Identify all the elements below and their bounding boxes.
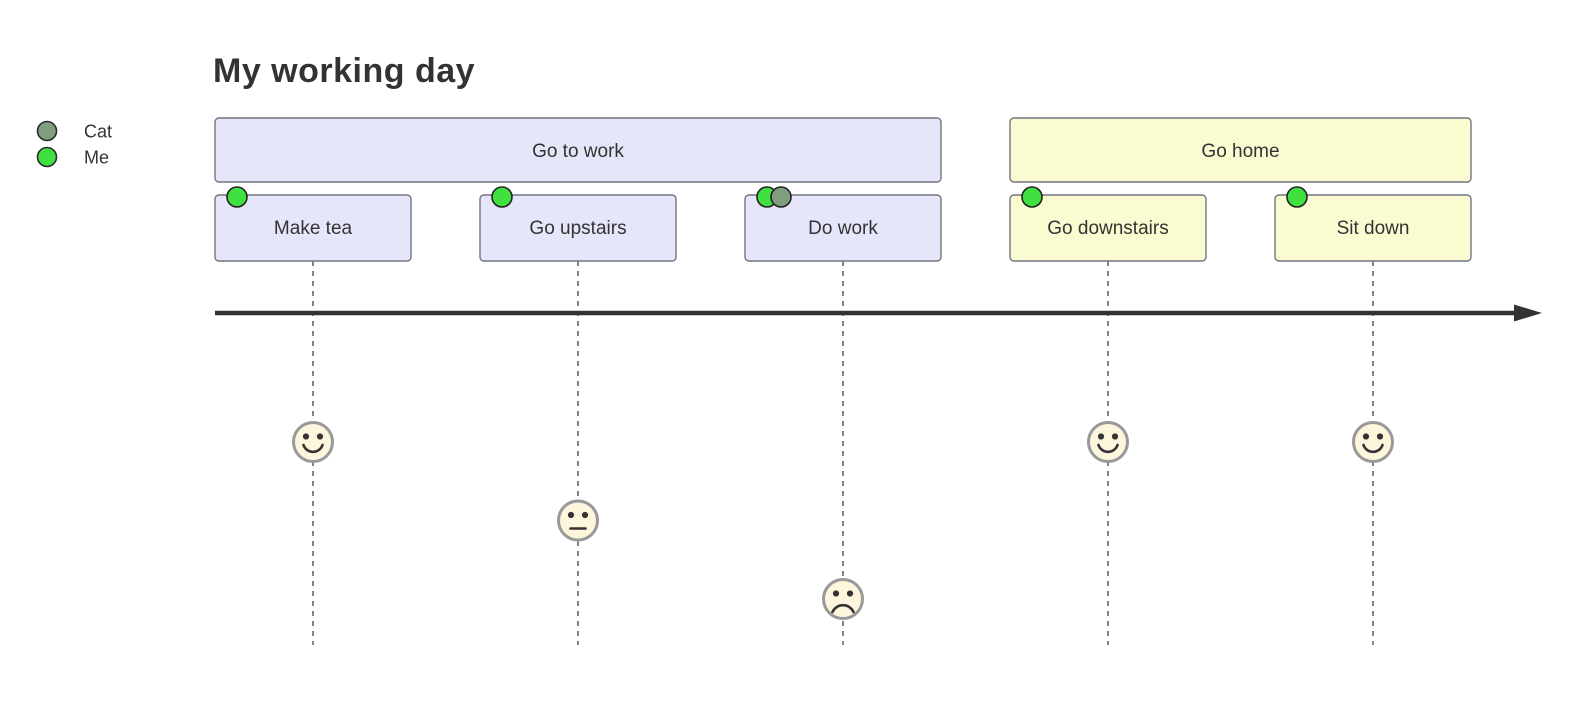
task-label-do-work: Do work: [808, 218, 878, 239]
score-faces: [292, 421, 1394, 620]
face-mouth-smile: [1362, 443, 1384, 454]
face-mouth-smile: [1097, 443, 1119, 454]
diagram-title: My working day: [213, 52, 475, 90]
sections: Go to work Go home: [214, 117, 1472, 183]
score-face-happy-icon: [1087, 421, 1129, 463]
legend-label-cat: Cat: [84, 122, 112, 142]
face-outline: [822, 578, 864, 620]
face-eye-left: [302, 433, 310, 440]
task-box-make-tea: [214, 194, 412, 262]
face-outline: [557, 499, 599, 542]
face-eye-right: [316, 433, 324, 440]
face-eye-left: [832, 590, 840, 597]
score-face-happy-icon: [292, 421, 334, 463]
score-face-neutral-icon: [557, 499, 599, 542]
task-label-go-upstairs: Go upstairs: [529, 218, 626, 239]
task-label-sit-down: Sit down: [1337, 218, 1410, 239]
face-eye-right: [846, 590, 854, 597]
face-outline: [1352, 421, 1394, 463]
score-face-sad-icon: [822, 578, 864, 620]
face-eye-left: [567, 511, 575, 519]
face-eye-right: [1111, 433, 1119, 440]
face-eye-left: [1362, 433, 1370, 440]
task-label-make-tea: Make tea: [274, 218, 353, 239]
tasks: Make tea Go upstairs Do work Go downstairs S…: [214, 186, 1472, 262]
section-bar-go-to-work: [214, 117, 942, 183]
actor-dot-me-icon: [226, 186, 248, 208]
task-box-go-downstairs: [1009, 194, 1207, 262]
face-mouth-smile: [302, 443, 324, 454]
face-outline: [292, 421, 334, 463]
actor-dot-me-icon: [1286, 186, 1308, 208]
section-label-go-to-work: Go to work: [532, 141, 624, 162]
face-eye-right: [1376, 433, 1384, 440]
score-face-happy-icon: [1352, 421, 1394, 463]
face-eye-right: [581, 511, 589, 519]
timeline-axis: [215, 304, 1542, 322]
face-mouth-frown: [831, 603, 855, 614]
task-label-go-downstairs: Go downstairs: [1047, 218, 1168, 239]
task-box-sit-down: [1274, 194, 1472, 262]
task-box-do-work: [744, 194, 942, 262]
section-bar-go-home: [1009, 117, 1472, 183]
legend-swatch-me-icon: [36, 146, 58, 168]
legend-swatch-cat-icon: [36, 120, 58, 142]
task-box-go-upstairs: [479, 194, 677, 262]
section-label-go-home: Go home: [1201, 141, 1279, 162]
face-outline: [1087, 421, 1129, 463]
legend-label-me: Me: [84, 148, 109, 168]
actor-dot-me-icon: [491, 186, 513, 208]
timeline-arrowhead-icon: [1514, 304, 1542, 322]
actor-dot-cat-icon: [770, 186, 792, 208]
face-eye-left: [1097, 433, 1105, 440]
actor-dot-me-icon: [1021, 186, 1043, 208]
